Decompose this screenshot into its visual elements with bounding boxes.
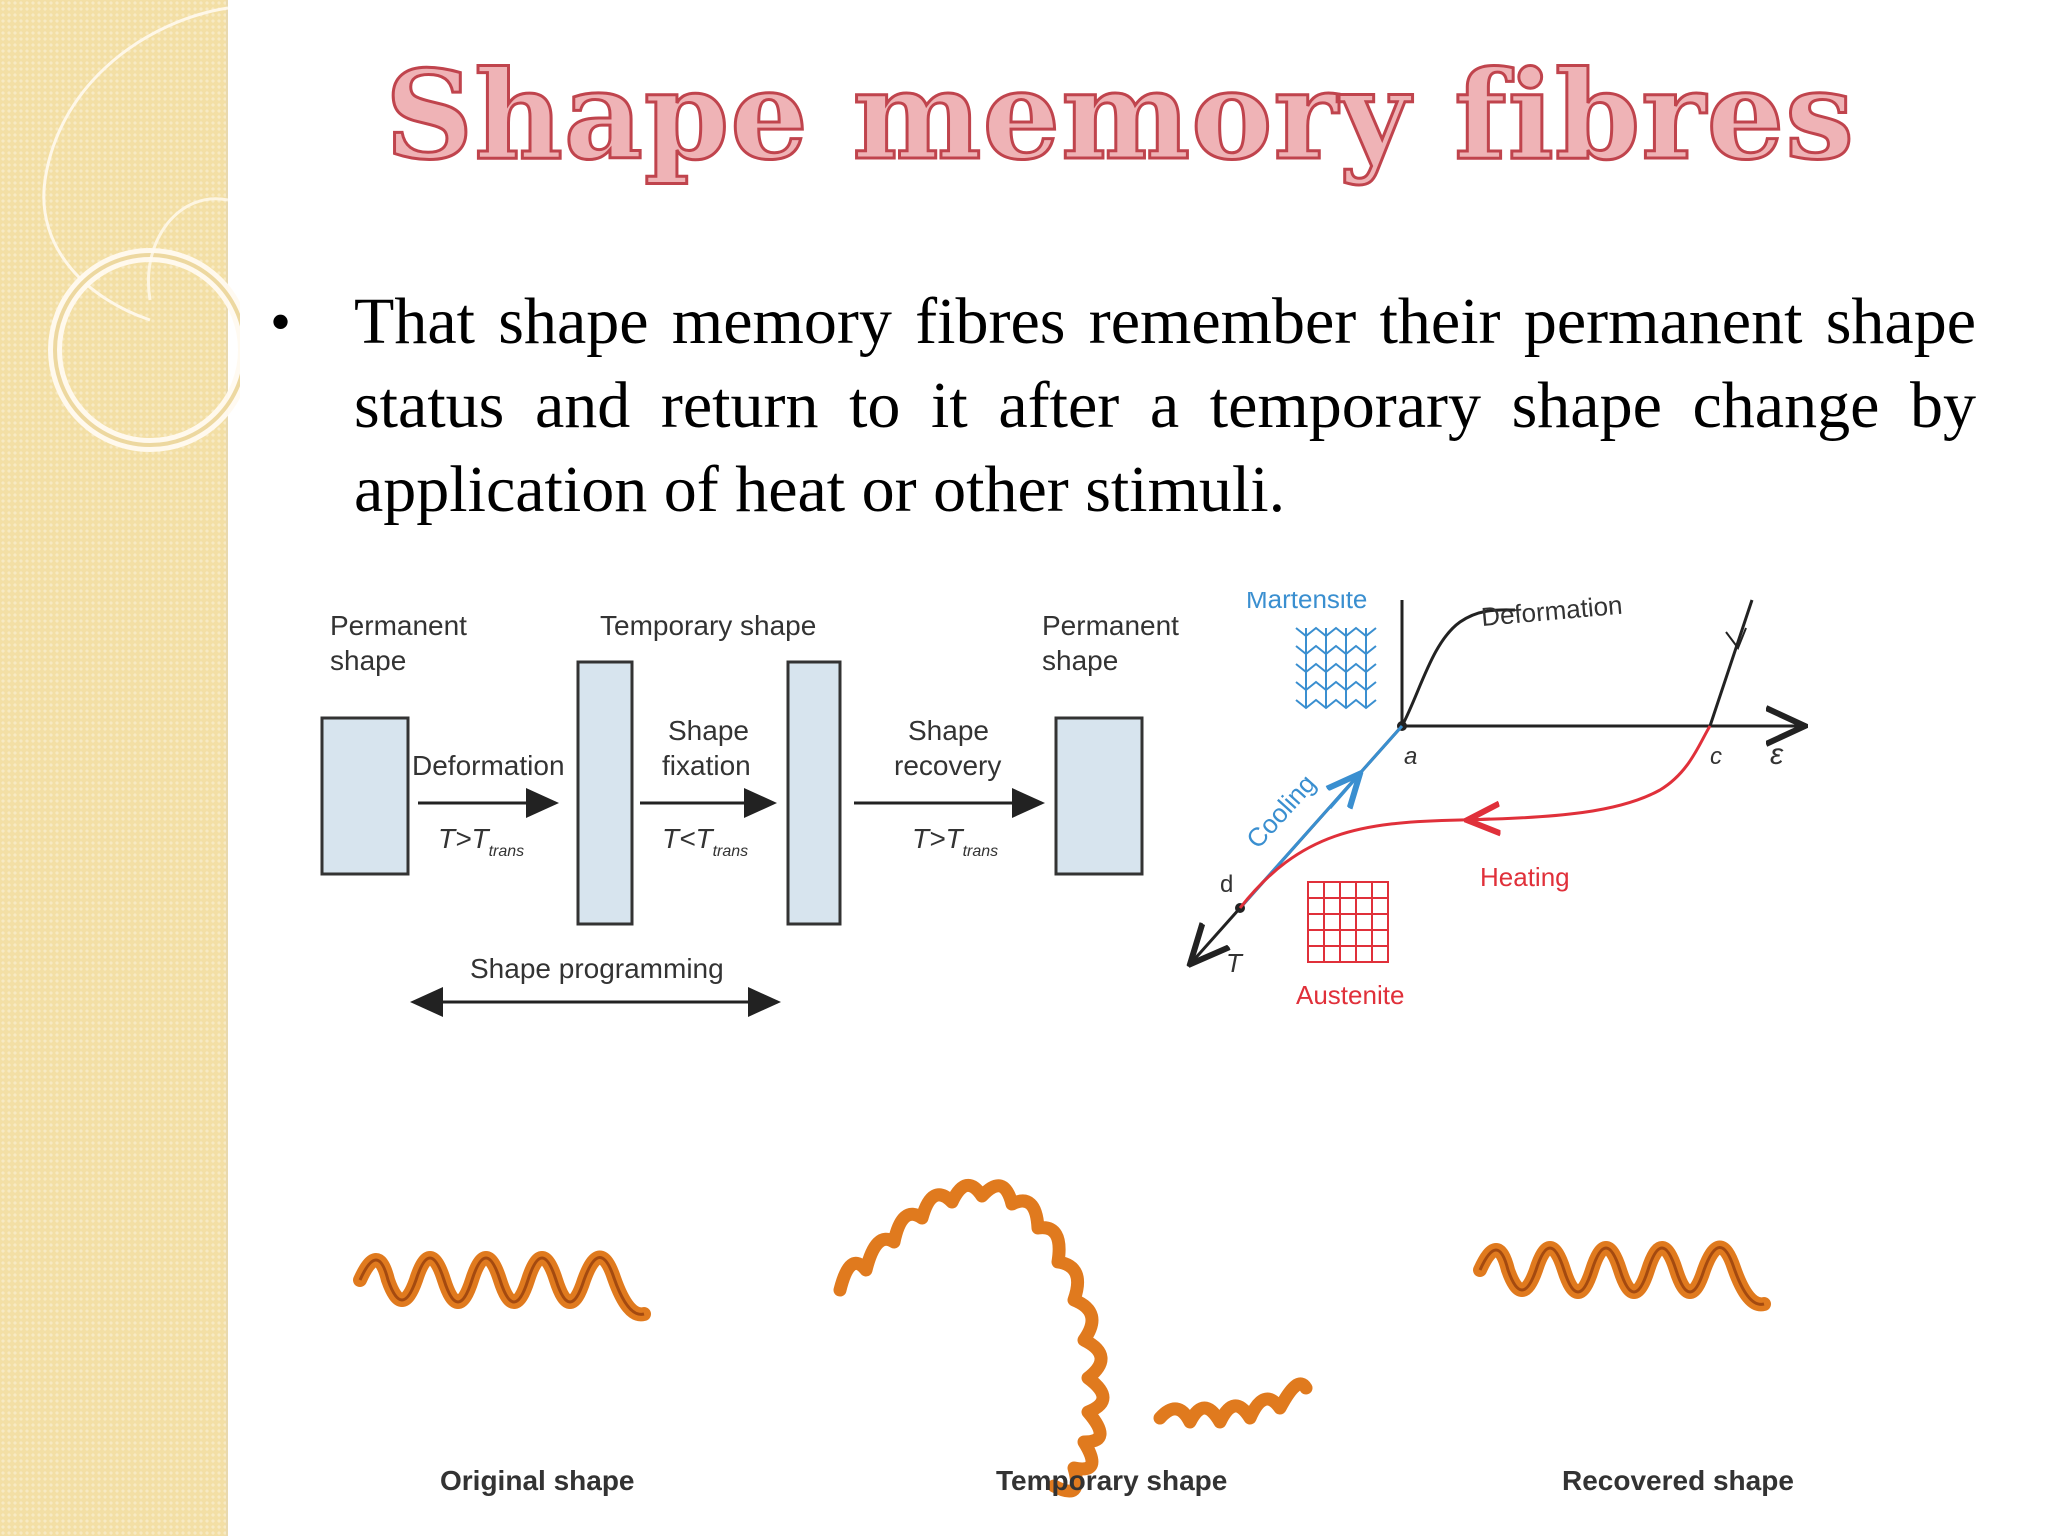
phase-transformation-diagram: Martensite Deformation a c ε T Cooling d… [1180, 592, 1820, 1010]
deformation-curve [1400, 608, 1516, 727]
label-shape-programming: Shape programming [470, 953, 724, 984]
permanent-shape-box-right [1054, 716, 1144, 876]
spring-shapes-figure: Original shape Temporary shape Recovered… [353, 1179, 1794, 1498]
heating-arrow [1470, 819, 1490, 820]
side-band-edge [226, 0, 228, 1536]
label-original-shape: Original shape [440, 1465, 635, 1496]
label-permanent-shape-right-1: Permanent [1042, 610, 1179, 641]
martensite-lattice-icon [1295, 626, 1377, 710]
bullet-text: That shape memory fibres remember their … [354, 285, 1976, 526]
cooling-arrow [1330, 776, 1358, 808]
heating-curve [1238, 725, 1712, 909]
label-permanent-shape-left-1: Permanent [330, 610, 467, 641]
label-recovered-shape: Recovered shape [1562, 1465, 1794, 1496]
label-cooling: Cooling [1240, 768, 1321, 854]
label-shape-recovery-2: recovery [894, 750, 1001, 781]
label-permanent-shape-right-2: shape [1042, 645, 1118, 676]
label-deformation-phase: Deformation [1480, 592, 1624, 632]
label-point-c: c [1710, 743, 1722, 770]
label-deformation: Deformation [412, 750, 565, 781]
recovered-spring-image [1473, 1240, 1771, 1312]
label-temporary-shape: Temporary shape [600, 610, 816, 641]
label-point-a: a [1404, 743, 1417, 770]
condition-3: T>Ttrans [912, 823, 998, 860]
temporary-shape-box-1 [576, 660, 634, 926]
shape-memory-process-diagram: Permanent shape Temporary shape Permanen… [320, 610, 1179, 1017]
original-spring-image [353, 1250, 651, 1322]
label-strain-axis: ε [1770, 738, 1784, 771]
label-shape-fixation-1: Shape [668, 715, 749, 746]
label-austenite: Austenite [1296, 980, 1404, 1010]
label-heating: Heating [1480, 862, 1570, 892]
bullet-marker: • [270, 289, 292, 355]
condition-1: T>Ttrans [438, 823, 524, 860]
permanent-shape-box-left [320, 716, 410, 876]
temporary-shape-box-2 [786, 660, 842, 926]
unloading-arrowhead [1725, 627, 1747, 651]
unloading-line [1708, 599, 1754, 727]
label-temperature-axis: T [1226, 948, 1244, 978]
label-temporary-shape-spring: Temporary shape [996, 1465, 1227, 1496]
label-martensite: Martensite [1246, 592, 1367, 614]
condition-2: T<Ttrans [662, 823, 748, 860]
decorative-rings [42, 6, 240, 452]
label-shape-recovery-1: Shape [908, 715, 989, 746]
label-shape-fixation-2: fixation [662, 750, 751, 781]
label-point-d: d [1220, 871, 1233, 898]
austenite-lattice-icon [1307, 881, 1389, 963]
temporary-spring-image [833, 1179, 1313, 1498]
slide-title: Shape memory fibres [384, 42, 1856, 189]
label-permanent-shape-left-2: shape [330, 645, 406, 676]
